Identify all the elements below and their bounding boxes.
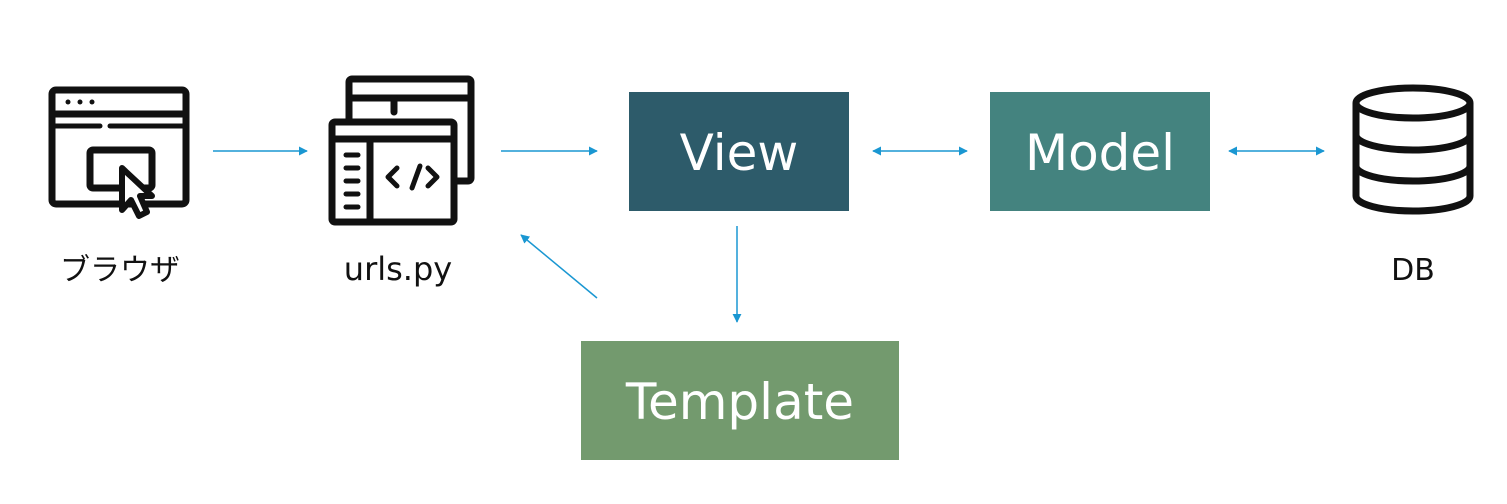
browser-caption: ブラウザ	[60, 253, 180, 288]
db-caption: DB	[1391, 253, 1435, 288]
model-box[interactable]	[990, 92, 1210, 211]
model-label: Model	[1025, 124, 1175, 182]
browser-click-icon	[48, 86, 190, 219]
view-box[interactable]	[629, 92, 849, 211]
template-label: Template	[625, 373, 854, 431]
template-box[interactable]	[581, 341, 899, 460]
urls-caption: urls.py	[344, 250, 452, 288]
arrow-template-to-urls	[520, 234, 598, 299]
database-icon	[1352, 84, 1474, 215]
view-label: View	[680, 124, 799, 182]
code-windows-icon	[328, 75, 475, 226]
